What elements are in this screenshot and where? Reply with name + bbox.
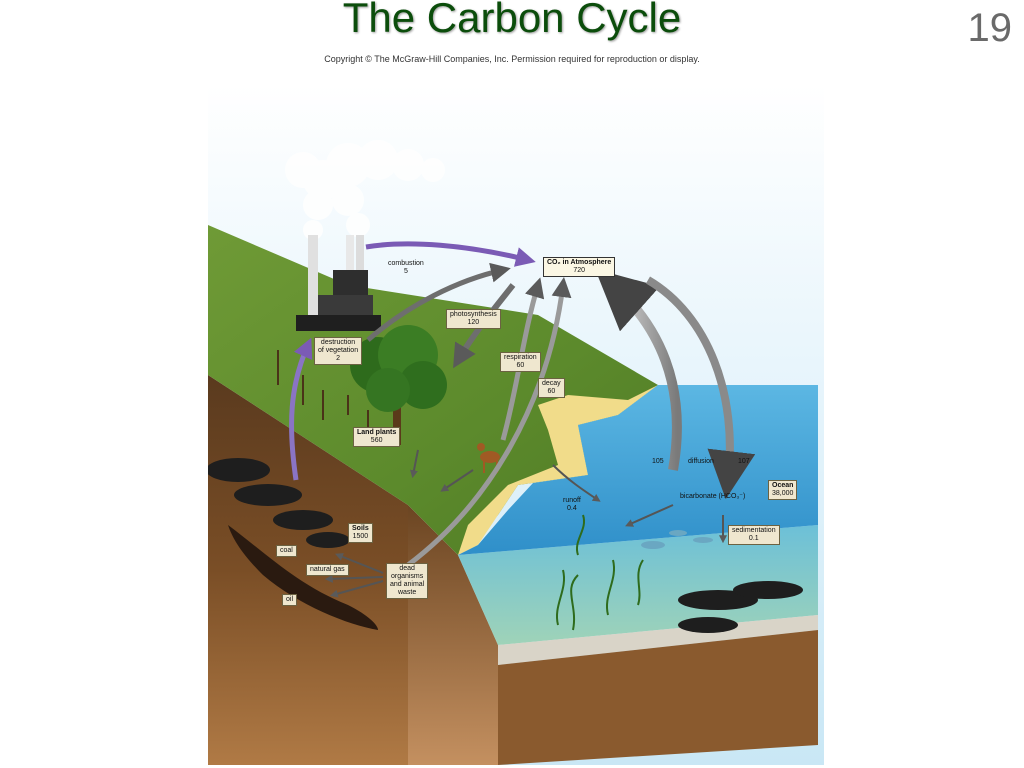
bicarbonate-label: bicarbonate (HCO₃⁻) — [680, 493, 746, 500]
smoke-plume — [285, 140, 445, 240]
oil-label: oil — [282, 594, 298, 606]
soil-to-gas-arrow — [324, 574, 384, 583]
power-plant — [296, 235, 381, 331]
soil-to-oil-arrow — [329, 580, 384, 598]
diffusion-left-value: 105 — [652, 458, 664, 465]
diagram-illustration — [208, 85, 824, 765]
oil-deposit — [228, 525, 378, 630]
seabed-soil — [498, 630, 818, 765]
destruction-box: destruction of vegetation 2 — [314, 337, 363, 365]
ocean-box: Ocean 38,000 — [768, 480, 798, 500]
dead-organisms-box: dead organisms and animal waste — [386, 563, 429, 599]
sedimentation-box: sedimentation 0.1 — [728, 525, 780, 545]
decay-arrow — [406, 277, 572, 567]
coal-deposit — [208, 458, 350, 548]
atmosphere-value: 720 — [573, 267, 585, 274]
seabed-coal — [678, 581, 803, 633]
atmosphere-box: CO₂ in Atmosphere 720 — [543, 257, 616, 277]
combustion-arrow — [365, 241, 536, 267]
sediment-layer — [498, 615, 818, 665]
natural-gas-label: natural gas — [306, 564, 349, 576]
plants-to-waste-arrow — [410, 449, 419, 479]
soil-lower — [408, 505, 498, 765]
destruction-arrow — [366, 262, 511, 342]
tree — [350, 325, 447, 445]
dead-shrubs — [277, 350, 369, 430]
fossil-fuel-arrow — [289, 337, 313, 481]
runoff-arrow — [552, 464, 601, 502]
decay-box: decay 60 — [538, 378, 565, 398]
marine-plants — [555, 514, 644, 631]
diffusion-label: diffusion — [688, 458, 714, 465]
copyright-notice: Copyright © The McGraw-Hill Companies, I… — [324, 54, 700, 64]
coal-label: coal — [276, 545, 297, 557]
soil-to-coal-arrow — [335, 553, 384, 574]
diffusion-down-arrow — [645, 276, 756, 500]
soils-box: Soils 1500 — [348, 523, 373, 543]
animal-to-waste-arrow — [440, 469, 474, 492]
diffusion-right-value: 107 — [738, 458, 750, 465]
bicarbonate-arrow — [625, 504, 674, 527]
respiration-box: respiration 60 — [500, 352, 541, 372]
arrows — [289, 241, 756, 598]
atmosphere-label: CO₂ in Atmosphere — [547, 259, 612, 266]
fish — [641, 530, 713, 549]
land-plants-box: Land plants 560 — [353, 427, 401, 447]
diffusion-up-arrow — [595, 269, 682, 471]
slide-title: The Carbon Cycle — [342, 0, 682, 41]
slide-number: 19 — [967, 6, 1013, 50]
photosynthesis-box: photosynthesis 120 — [446, 309, 501, 329]
